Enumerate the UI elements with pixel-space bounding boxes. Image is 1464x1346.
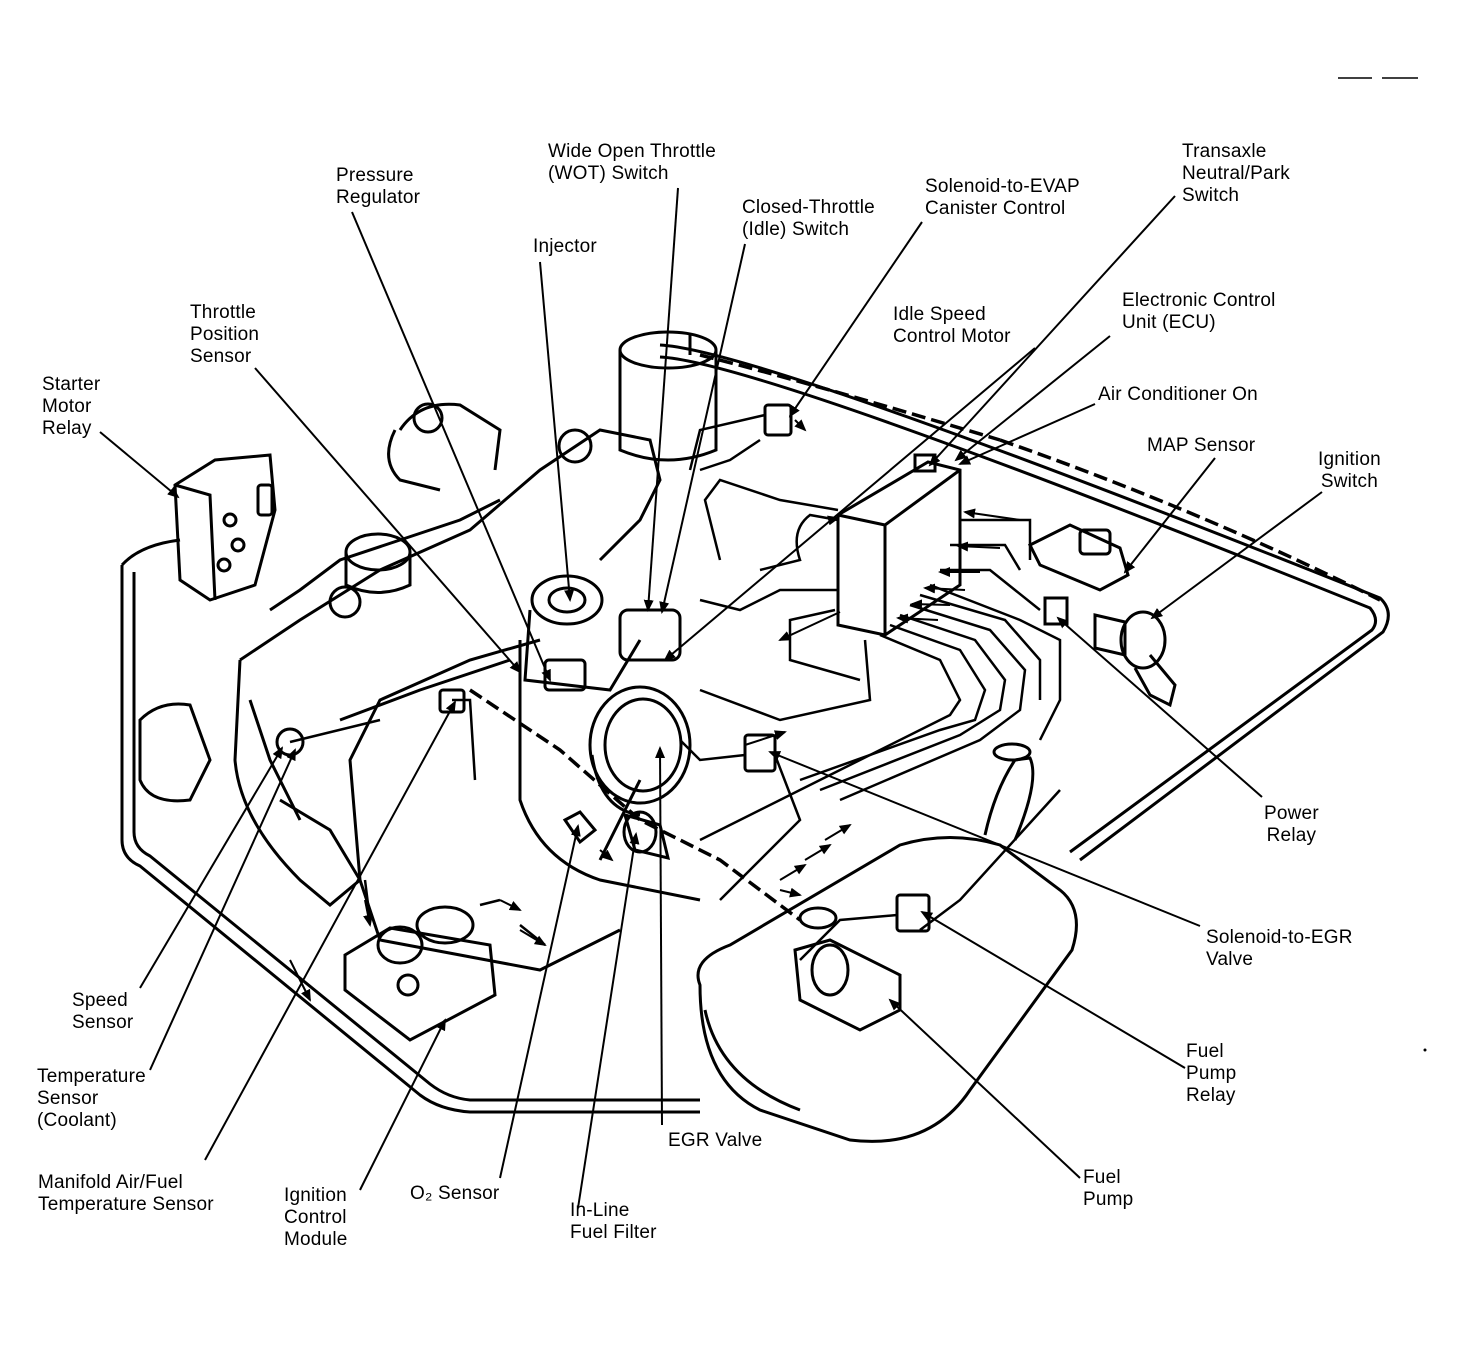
label-egr-valve: EGR Valve: [668, 1130, 763, 1151]
label-wot-switch: Wide Open Throttle (WOT) Switch: [548, 141, 716, 184]
engine-block: [138, 402, 701, 972]
map-sensor-part: [1027, 523, 1130, 592]
label-ignition-switch: Ignition Switch: [1318, 449, 1381, 492]
label-closed-throttle-switch: Closed-Throttle (Idle) Switch: [742, 197, 875, 240]
egr-valve-part: [588, 685, 692, 817]
fuel-tank: [696, 742, 1078, 1143]
wiring-harness: [289, 413, 1062, 961]
label-inline-fuel-filter: In-Line Fuel Filter: [570, 1200, 657, 1243]
label-temperature-sensor: Temperature Sensor (Coolant): [37, 1066, 146, 1131]
starter-relay-part: [173, 453, 277, 602]
label-fuel-pump: Fuel Pump: [1083, 1167, 1134, 1210]
label-map-sensor: MAP Sensor: [1147, 435, 1256, 456]
label-idle-speed-motor: Idle Speed Control Motor: [893, 304, 1011, 347]
leader-lines: [99, 187, 1323, 1209]
label-solenoid-egr: Solenoid-to-EGR Valve: [1206, 927, 1353, 970]
ignition-switch-part: [1043, 596, 1177, 708]
label-starter-motor-relay: Starter Motor Relay: [42, 374, 101, 439]
label-transaxle-switch: Transaxle Neutral/Park Switch: [1182, 141, 1290, 206]
vehicle-frame: [120, 343, 1390, 1114]
speck: [1423, 1048, 1427, 1052]
label-o2-sensor: O₂ Sensor: [410, 1183, 500, 1204]
label-ac-on: Air Conditioner On: [1098, 384, 1258, 405]
label-manifold-temp-sensor: Manifold Air/Fuel Temperature Sensor: [38, 1172, 214, 1215]
label-ecu: Electronic Control Unit (ECU): [1122, 290, 1276, 333]
label-speed-sensor: Speed Sensor: [72, 990, 134, 1033]
label-pressure-regulator: Pressure Regulator: [336, 165, 421, 208]
fuel-lines: [469, 353, 1381, 922]
throttle-body: [523, 574, 682, 692]
label-solenoid-evap: Solenoid-to-EVAP Canister Control: [925, 176, 1080, 219]
signal-arrows: [289, 419, 1021, 1002]
engine-caps: [328, 402, 593, 619]
label-fuel-pump-relay: Fuel Pump Relay: [1186, 1041, 1237, 1106]
ecu-part: [836, 453, 962, 637]
label-ignition-control-module: Ignition Control Module: [284, 1185, 348, 1250]
ignition-module-part: [343, 905, 497, 1042]
label-throttle-position-sensor: Throttle Position Sensor: [190, 302, 260, 367]
label-power-relay: Power Relay: [1264, 803, 1319, 846]
label-injector: Injector: [533, 236, 597, 257]
